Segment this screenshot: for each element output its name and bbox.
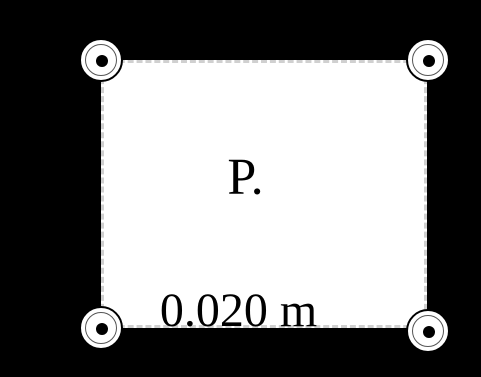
resize-handle-bottom-right-icon[interactable] [406, 309, 450, 353]
selected-shape[interactable] [101, 60, 427, 328]
resize-handle-top-right-icon[interactable] [406, 38, 450, 82]
handle-center [423, 326, 435, 338]
resize-handle-bottom-left-icon[interactable] [79, 306, 123, 350]
handle-center [423, 55, 435, 67]
handle-center [96, 323, 108, 335]
shape-label: P. [227, 149, 264, 206]
scale-label: 0.020 m [159, 284, 318, 337]
resize-handle-top-left-icon[interactable] [79, 38, 123, 82]
handle-center [96, 55, 108, 67]
